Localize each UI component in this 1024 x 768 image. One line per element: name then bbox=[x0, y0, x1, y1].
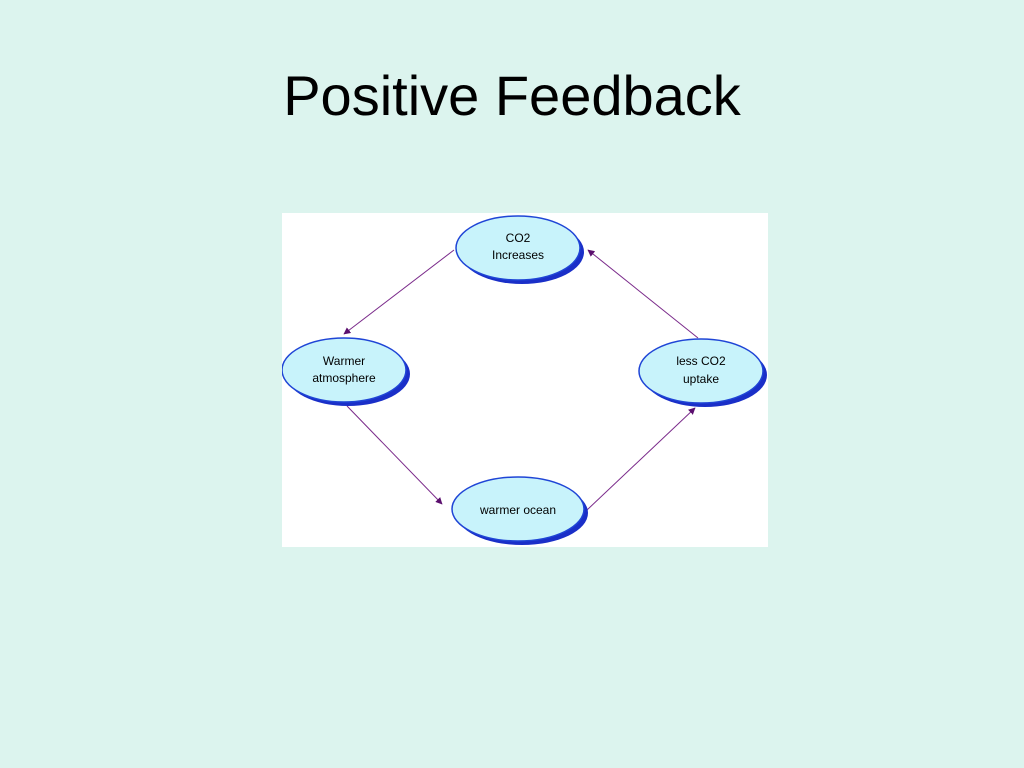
node-label-line2: uptake bbox=[683, 372, 719, 386]
node-warmer-atmosphere: Warmer atmosphere bbox=[282, 337, 410, 406]
node-ellipse bbox=[455, 215, 581, 281]
arrow-ocean-to-uptake bbox=[586, 407, 696, 511]
node-ellipse bbox=[451, 476, 585, 542]
node-co2-increases: CO2 Increases bbox=[455, 215, 584, 284]
node-label-line1: CO2 bbox=[506, 231, 531, 245]
node-label-line2: Increases bbox=[492, 248, 544, 262]
node-label-line1: less CO2 bbox=[676, 354, 726, 368]
page-title: Positive Feedback bbox=[283, 64, 741, 127]
node-ellipse bbox=[638, 338, 764, 404]
feedback-diagram: CO2 Increases Warmer atmosphere less CO2… bbox=[282, 213, 768, 547]
arrow-uptake-to-co2 bbox=[587, 249, 699, 339]
node-less-co2-uptake: less CO2 uptake bbox=[638, 338, 767, 407]
node-label-line1: warmer ocean bbox=[479, 503, 556, 517]
arrow-co2-to-atmosphere bbox=[343, 249, 455, 335]
node-label-line2: atmosphere bbox=[312, 371, 376, 385]
node-ellipse bbox=[282, 337, 407, 403]
node-label-line1: Warmer bbox=[323, 354, 365, 368]
arrow-atmosphere-to-ocean bbox=[346, 405, 443, 505]
feedback-diagram-svg: CO2 Increases Warmer atmosphere less CO2… bbox=[282, 215, 767, 545]
node-warmer-ocean: warmer ocean bbox=[451, 476, 588, 545]
